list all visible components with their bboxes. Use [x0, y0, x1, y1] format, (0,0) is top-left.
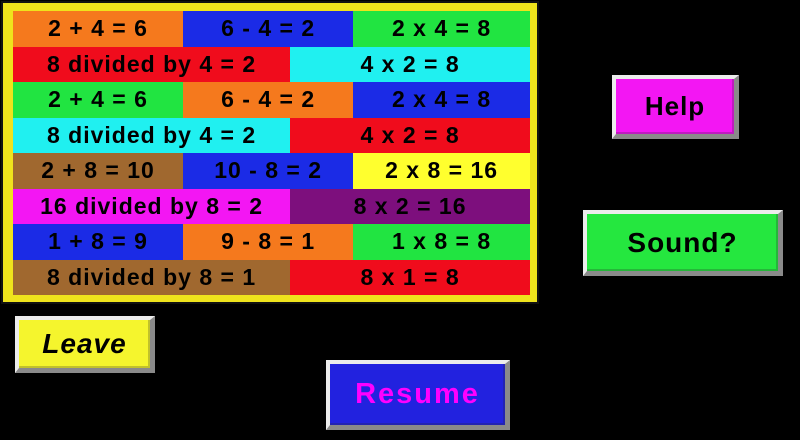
resume-button-label: Resume — [355, 378, 480, 410]
equation-cell[interactable]: 2 x 4 = 8 — [353, 11, 530, 47]
equation-cell[interactable]: 4 x 2 = 8 — [290, 117, 530, 153]
sound-button-label: Sound? — [627, 226, 738, 258]
equation-cell[interactable]: 16 divided by 8 = 2 — [13, 188, 291, 224]
equation-cell[interactable]: 6 - 4 = 2 — [183, 11, 354, 47]
leave-button[interactable]: Leave — [15, 316, 155, 373]
equation-cell[interactable]: 4 x 2 = 8 — [290, 46, 530, 82]
equation-cell[interactable]: 2 + 4 = 6 — [13, 11, 184, 47]
equation-cell[interactable]: 8 divided by 4 = 2 — [13, 117, 291, 153]
resume-button[interactable]: Resume — [326, 360, 510, 430]
sound-button[interactable]: Sound? — [583, 210, 783, 276]
equation-cell[interactable]: 6 - 4 = 2 — [183, 82, 354, 118]
equation-cell[interactable]: 9 - 8 = 1 — [183, 224, 354, 260]
equation-cell[interactable]: 1 + 8 = 9 — [13, 224, 184, 260]
equation-cell[interactable]: 2 + 8 = 10 — [13, 153, 184, 189]
equation-cell[interactable]: 1 x 8 = 8 — [353, 224, 530, 260]
equation-cell[interactable]: 2 x 8 = 16 — [353, 153, 530, 189]
equation-cell[interactable]: 2 + 4 = 6 — [13, 82, 184, 118]
equation-cell[interactable]: 8 x 2 = 16 — [290, 188, 530, 224]
help-button-label: Help — [644, 91, 706, 121]
equation-cell[interactable]: 8 divided by 4 = 2 — [13, 46, 291, 82]
equation-cell[interactable]: 8 divided by 8 = 1 — [13, 259, 291, 295]
equation-cell[interactable]: 2 x 4 = 8 — [353, 82, 530, 118]
equation-cell[interactable]: 10 - 8 = 2 — [183, 153, 354, 189]
help-button[interactable]: Help — [612, 75, 739, 139]
equation-cell[interactable]: 8 x 1 = 8 — [290, 259, 530, 295]
leave-button-label: Leave — [42, 328, 127, 359]
